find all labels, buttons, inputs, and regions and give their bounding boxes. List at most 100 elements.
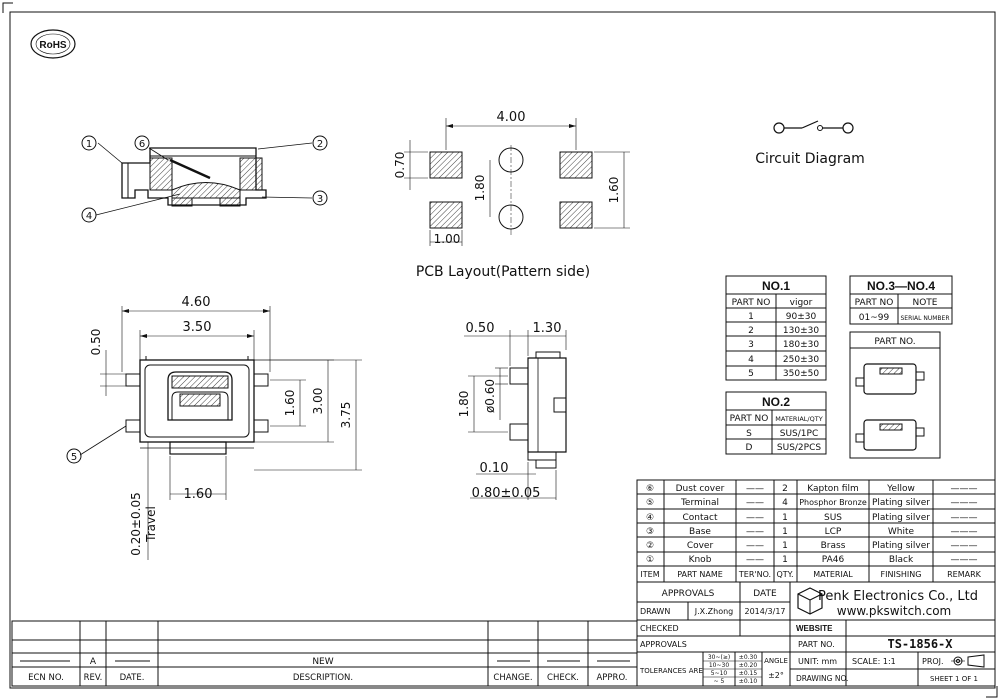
- svg-text:1: 1: [86, 139, 92, 150]
- bom-r4-ter: ——: [746, 527, 764, 537]
- no34-header-note: NOTE: [912, 298, 937, 308]
- tb-proj: PROJ.: [922, 657, 944, 666]
- bom-r5-item: ②: [646, 541, 654, 551]
- no1-row5-vigor: 350±50: [783, 369, 819, 379]
- side-dim-060: ø0.60: [483, 379, 497, 413]
- bom-r5-remark: ———: [951, 541, 978, 551]
- callout-1: 1: [81, 135, 97, 151]
- bom-r4-finish: White: [888, 527, 915, 537]
- tb-partno-label: PART NO.: [798, 640, 835, 649]
- travel-label: Travel: [144, 506, 158, 543]
- front-dim-375: 3.75: [339, 402, 353, 429]
- bom-header-finishing: FINISHING: [881, 570, 922, 579]
- tb-date: DATE: [753, 589, 777, 599]
- callout-4: 4: [81, 207, 97, 223]
- company-logo-icon: [797, 587, 823, 615]
- bom-r3-item: ④: [646, 513, 654, 523]
- bom-r1-item: ⑥: [646, 484, 654, 494]
- front-dim-160v: 1.60: [283, 390, 297, 417]
- callout-3: 3: [312, 190, 328, 206]
- no1-row5-part: 5: [748, 369, 754, 379]
- callout-6: 6: [134, 135, 150, 151]
- tb-approvals: APPROVALS: [662, 589, 715, 599]
- tb-drawn-label: DRAWN: [640, 607, 670, 616]
- tb-angle-val: ±2°: [768, 671, 784, 680]
- tb-tol-r2-range: 10~30: [709, 662, 729, 669]
- no34-title: NO.3—NO.4: [867, 279, 935, 293]
- bom-r5-name: Cover: [687, 541, 714, 551]
- bom-r1-finish: Yellow: [886, 484, 915, 494]
- title-block-grid: [636, 581, 996, 687]
- pcb-layout-title: PCB Layout(Pattern side): [416, 264, 590, 280]
- rev-header-check: CHECK.: [547, 673, 579, 683]
- rev-description: NEW: [312, 657, 333, 667]
- bom-r1-remark: ———: [951, 484, 978, 494]
- bom-rows: ⑥ Dust cover —— 2 Kapton film Yellow ———…: [640, 484, 981, 579]
- no34-row-note: SERIAL NUMBER: [900, 315, 949, 322]
- partno-box-title: PART NO.: [874, 337, 915, 347]
- pcb-layout: [404, 118, 630, 246]
- bom-r3-qty: 1: [782, 513, 788, 523]
- bom-r4-name: Base: [689, 527, 711, 537]
- tb-tol-r4-range: ~ 5: [714, 678, 725, 685]
- no2-header-material: MATERIAL/QTY: [775, 415, 822, 423]
- svg-text:4: 4: [86, 211, 92, 222]
- no34-header-partno: PART NO: [855, 298, 894, 308]
- bom-r1-qty: 2: [782, 484, 788, 494]
- tb-tol-r2-val: ±0.20: [739, 662, 758, 669]
- side-dim-050: 0.50: [466, 321, 495, 336]
- no1-row4-vigor: 250±30: [783, 355, 819, 365]
- bom-r5-qty: 1: [782, 541, 788, 551]
- no34-table: [849, 275, 953, 325]
- side-dim-130: 1.30: [533, 321, 562, 336]
- bom-r6-material: PA46: [822, 555, 845, 565]
- no1-row1-vigor: 90±30: [786, 312, 817, 322]
- bom-r5-ter: ——: [746, 541, 764, 551]
- no1-row3-vigor: 180±30: [783, 340, 819, 350]
- side-view: [464, 330, 567, 500]
- bom-r5-finish: Plating silver: [872, 541, 930, 551]
- rohs-badge: RoHS: [30, 29, 76, 59]
- bom-r6-ter: ——: [746, 555, 764, 565]
- front-dim-460: 4.60: [182, 295, 211, 310]
- bom-r1-material: Kapton film: [807, 484, 859, 494]
- pcb-dim-bottom: 1.00: [434, 232, 461, 246]
- tb-checked: CHECKED: [640, 624, 679, 633]
- tb-scale: SCALE: 1:1: [852, 657, 896, 666]
- bom-r2-qty: 4: [782, 498, 788, 508]
- no2-row2-part: D: [746, 443, 753, 453]
- circuit-symbol: [773, 120, 854, 134]
- bom-header-terno: TER'NO.: [738, 570, 771, 579]
- projection-symbol-icon: [951, 654, 985, 668]
- tb-sheet: SHEET 1 OF 1: [930, 675, 978, 683]
- pcb-dim-left: 0.70: [393, 152, 407, 179]
- tb-angle: ANGLE: [764, 657, 788, 665]
- callout-2: 2: [312, 135, 328, 151]
- bom-r3-material: SUS: [824, 513, 842, 523]
- no2-header-partno: PART NO: [730, 414, 769, 424]
- no1-row2-part: 2: [748, 326, 754, 336]
- bom-header-partname: PART NAME: [677, 570, 723, 579]
- bom-r2-ter: ——: [746, 498, 764, 508]
- front-dim-050: 0.50: [89, 329, 103, 356]
- corner-mark-br: [986, 686, 998, 698]
- cross-section-view: [95, 142, 313, 216]
- bom-header-item: ITEM: [640, 570, 659, 579]
- rohs-text: RoHS: [39, 40, 67, 51]
- no2-row1-part: S: [746, 429, 752, 439]
- bom-r3-remark: ———: [951, 513, 978, 523]
- rev-header-change: CHANGE.: [493, 673, 532, 683]
- svg-text:3: 3: [317, 194, 323, 205]
- tb-unit: UNIT: mm: [798, 657, 837, 666]
- no1-row2-vigor: 130±30: [783, 326, 819, 336]
- bom-r3-name: Contact: [682, 513, 717, 523]
- bom-r6-qty: 1: [782, 555, 788, 565]
- front-view: [79, 306, 362, 560]
- no1-title: NO.1: [762, 279, 790, 293]
- bom-r1-ter: ——: [746, 484, 764, 494]
- revision-grid: [11, 620, 638, 687]
- no2-row2-material: SUS/2PCS: [777, 443, 821, 453]
- svg-text:5: 5: [71, 452, 77, 463]
- tb-tolerances: TOLERANCES ARE: [639, 667, 703, 675]
